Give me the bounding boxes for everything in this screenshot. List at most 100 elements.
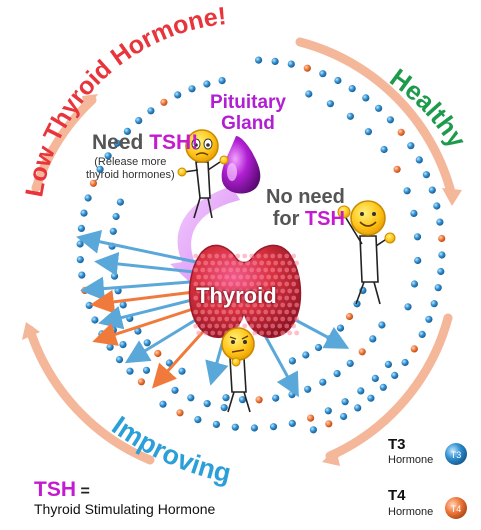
gland-texture-dot [217,330,223,336]
gland-texture-dot [221,309,227,315]
t3-molecule [371,374,379,382]
gland-texture-dot [238,288,244,294]
gland-texture-dot [203,288,209,294]
gland-texture-dot [277,295,283,301]
t3-molecule [428,186,436,194]
t3-molecule [159,400,167,408]
t3-molecule [354,404,362,412]
t3-molecule [178,367,186,375]
gland-texture-dot [256,267,262,273]
t3-molecule [116,198,124,206]
gland-texture-dot [256,323,262,329]
gland-texture-dot [200,295,206,301]
t3-molecule [271,57,279,65]
t3-molecule [171,386,179,394]
gland-texture-dot [287,260,293,266]
gland-texture-dot [284,309,290,315]
tsh-definition: TSH = [34,478,90,502]
gland-texture-dot [207,281,213,287]
t4-molecule-icon: T4 [445,497,467,519]
pituitary-label-line1: Pituitary [209,92,287,113]
t3-molecule [415,156,423,164]
t3-molecule [434,284,442,292]
t4-molecule [137,378,145,386]
gland-texture-dot [231,288,237,294]
gland-texture-dot [259,302,265,308]
gland-texture-dot [221,267,227,273]
t4-molecule [154,349,162,358]
t3-molecule [353,300,361,308]
t3-molecule [364,128,372,136]
svg-text:T3: T3 [451,450,462,460]
t4-molecule [303,64,311,72]
emoji-smile-icon [350,200,386,236]
gland-texture-dot [235,253,241,259]
gland-texture-dot [214,295,220,301]
t3-molecule [135,117,143,125]
t3-molecule [438,251,446,259]
t3-molecule [302,351,310,359]
gland-texture-dot [228,281,234,287]
gland-texture-dot [273,288,279,294]
gland-texture-dot [252,274,258,280]
t4-legend-title: T4 [388,487,406,504]
t4-legend-hormone: Hormone [388,506,434,518]
gland-texture-dot [291,323,297,329]
gland-texture-dot [287,330,293,336]
gland-texture-dot [287,316,293,322]
gland-texture-dot [291,309,297,315]
gland-texture-dot [294,316,300,322]
t3-molecule [413,233,422,241]
gland-texture-dot [200,281,206,287]
t3-molecule [126,367,134,375]
gland-texture-dot [207,295,213,301]
t3-molecule [222,394,230,402]
gland-texture-dot [200,253,206,259]
gland-texture-dot [200,323,206,329]
t3-molecule [425,315,433,323]
t3-molecule [119,341,127,349]
emoji-thinking-icon [221,327,255,361]
gland-texture-dot [214,253,220,259]
thinking-character [221,327,255,413]
t3-molecule [203,80,211,88]
gland-texture-dot [238,302,244,308]
no-need-tsh-speech: No need for TSH [266,186,345,230]
t3-molecule [231,423,239,431]
t3-molecule [110,272,119,280]
gland-texture-dot [217,288,223,294]
gland-texture-dot [242,267,248,273]
release-note-line1: (Release more [94,156,167,168]
t4-molecule [393,165,401,173]
t3-molecule [410,280,419,288]
gland-texture-dot [245,302,251,308]
gland-texture-dot [249,323,255,329]
gland-texture-dot [291,295,297,301]
pituitary-gland-label: Pituitary Gland [200,92,296,134]
t3-molecule [404,303,412,311]
t3-molecule [113,139,121,147]
t3-molecule [104,152,112,160]
gland-texture-dot [270,295,276,301]
t4-molecule [176,409,184,417]
gland-texture-dot [221,295,227,301]
gland-texture-dot [249,253,255,259]
gland-texture-dot [207,267,213,273]
t3-molecule [269,423,278,431]
t3-molecule [319,378,327,386]
gland-texture-dot [256,281,262,287]
gland-texture-dot [193,267,199,273]
gland-texture-dot [259,330,265,336]
svg-text:T4: T4 [451,504,462,514]
gland-texture-dot [196,260,202,266]
t3-molecule [319,70,327,78]
gland-texture-dot [228,295,234,301]
t3-molecule [333,370,341,378]
gland-texture-dot [263,309,269,315]
t3-molecule [437,267,445,276]
t4-molecule [358,348,366,356]
t3-molecule [76,256,84,264]
gland-texture-dot [224,302,230,308]
t3-molecule [336,324,345,332]
gland-texture-dot [228,309,234,315]
